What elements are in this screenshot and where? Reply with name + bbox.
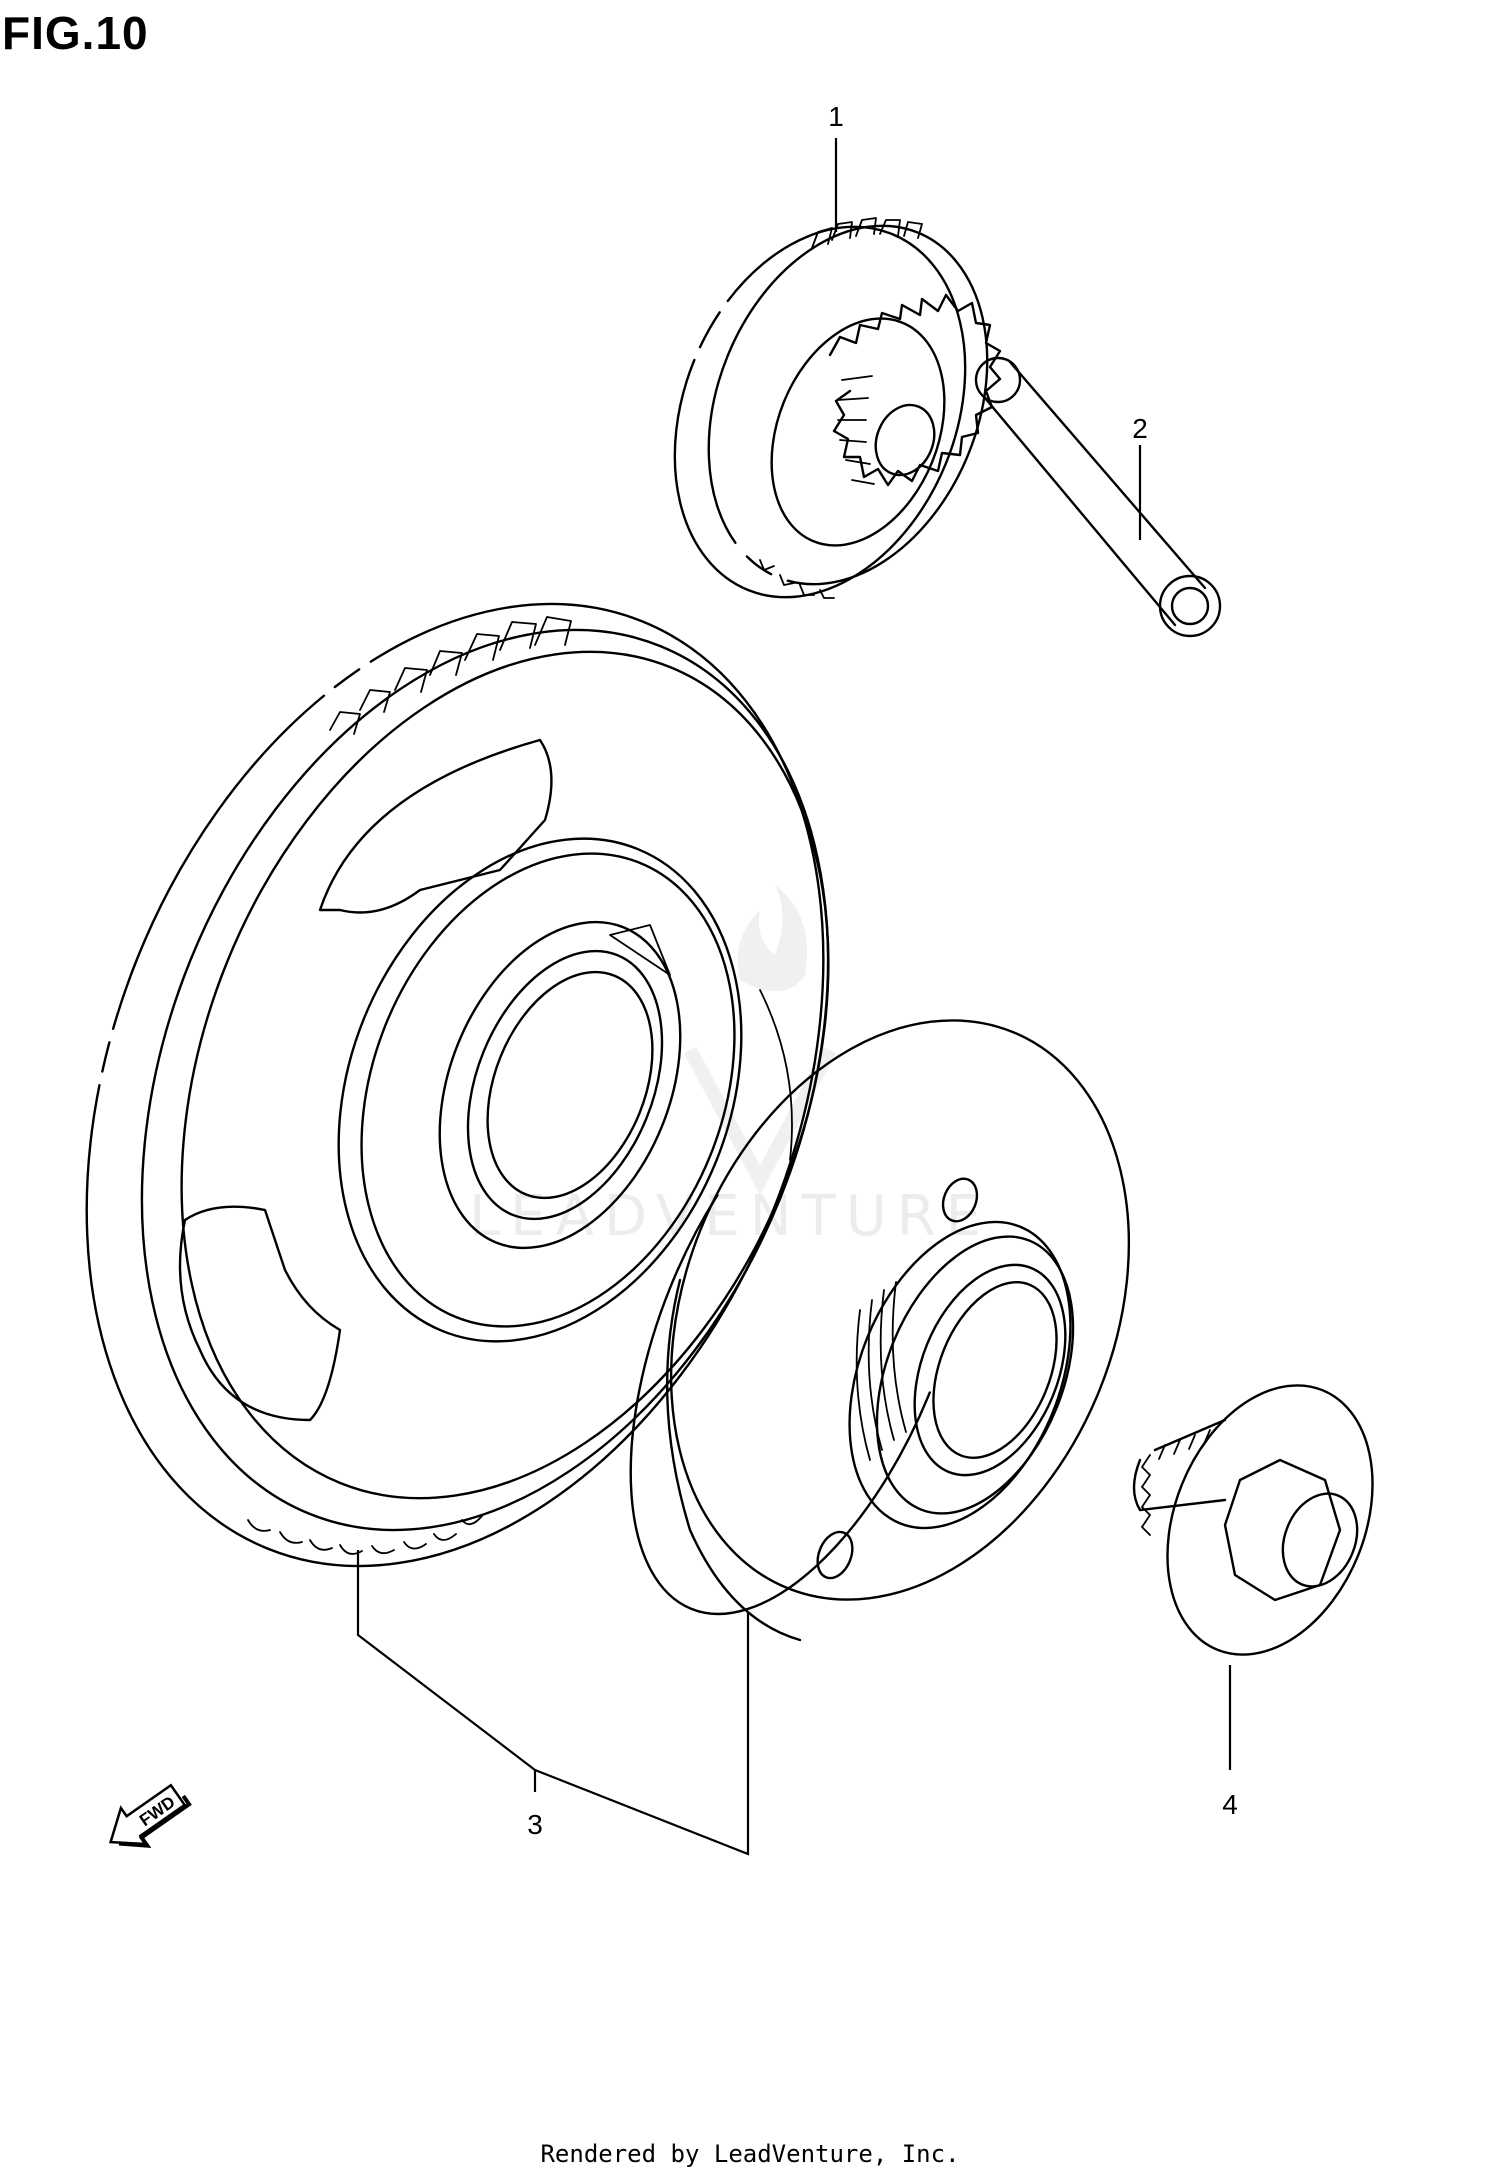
part-1-idle-gear [673, 217, 1002, 599]
part-2-shaft [974, 356, 1222, 638]
leadventure-watermark: LEADVENTURE [469, 885, 981, 1249]
callout-2: 2 [1132, 413, 1148, 444]
part-4-flange-bolt [1132, 1384, 1374, 1656]
callout-3: 3 [527, 1809, 543, 1840]
leader-lines [356, 138, 1232, 1856]
render-credit: Rendered by LeadVenture, Inc. [540, 2140, 960, 2168]
fwd-arrow-icon: FWD [108, 1783, 192, 1848]
part-3-one-way-clutch [629, 1019, 1131, 1642]
callout-1: 1 [828, 101, 844, 132]
figure-title: FIG.10 [2, 7, 149, 59]
part-3-starter-driven-gear [85, 602, 830, 1568]
callout-4: 4 [1222, 1789, 1238, 1820]
